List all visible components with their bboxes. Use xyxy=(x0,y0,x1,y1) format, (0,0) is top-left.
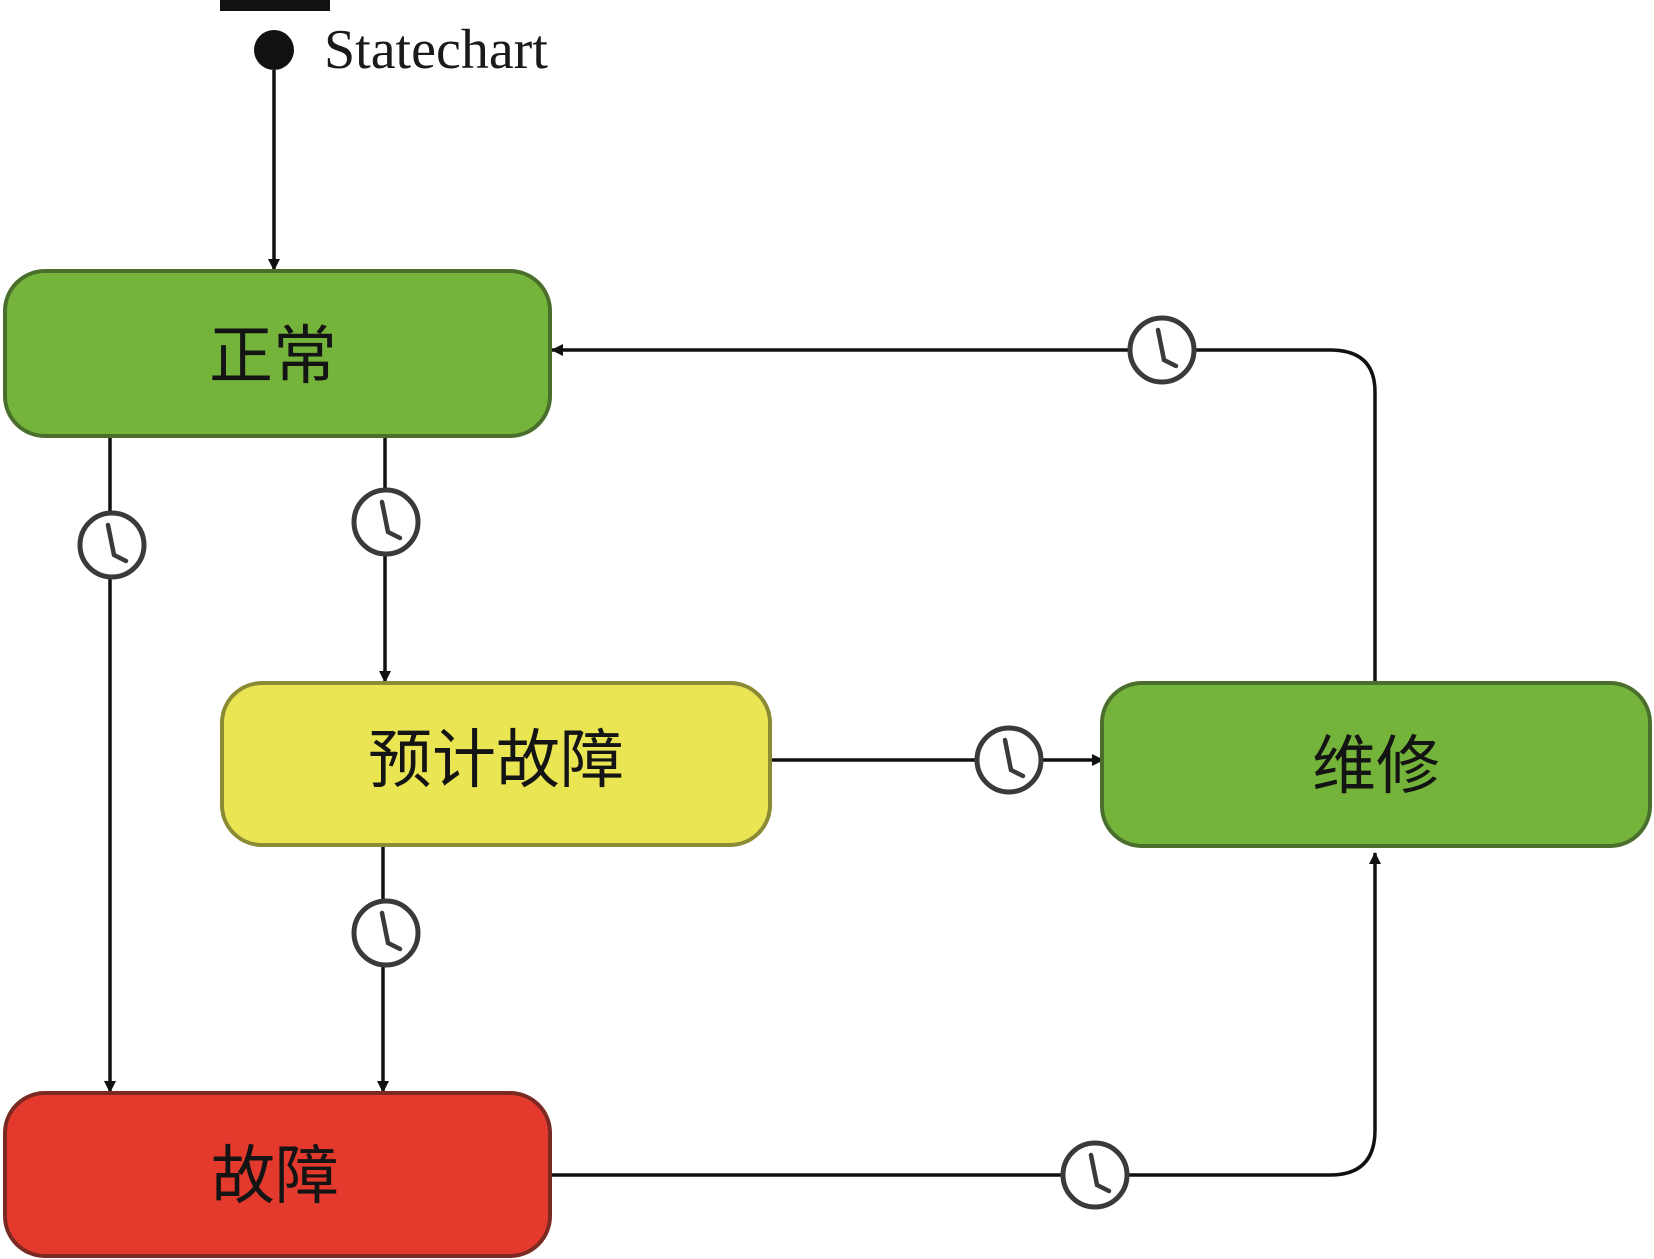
timeout-clock-icon xyxy=(1127,315,1197,385)
timeout-clock-icon xyxy=(351,487,421,557)
timeout-clock-icon xyxy=(1060,1140,1130,1210)
state-normal-label: 正常 xyxy=(209,320,337,394)
state-predicted-fault-box xyxy=(220,681,772,847)
state-fault[interactable]: 故障 xyxy=(3,1091,552,1258)
statechart-title: Statechart xyxy=(324,19,548,81)
timeout-clock-icon xyxy=(351,898,421,968)
statechart-header-bar xyxy=(220,0,330,11)
edge-fault-to-repair xyxy=(550,852,1381,1177)
state-repair-label: 维修 xyxy=(1312,730,1440,804)
initial-state-dot xyxy=(254,30,294,70)
state-repair-box xyxy=(1100,681,1652,848)
state-fault-box xyxy=(3,1091,552,1258)
state-normal[interactable]: 正常 xyxy=(3,269,552,438)
timeout-clock-icon xyxy=(77,510,147,580)
edge-repair-to-normal xyxy=(551,344,1377,682)
state-fault-label: 故障 xyxy=(211,1140,339,1214)
state-predicted-fault[interactable]: 预计故障 xyxy=(220,681,772,847)
timeout-clock-icon xyxy=(974,725,1044,795)
state-repair[interactable]: 维修 xyxy=(1100,681,1652,848)
state-predicted-fault-label: 预计故障 xyxy=(368,724,624,798)
state-normal-box xyxy=(3,269,552,438)
